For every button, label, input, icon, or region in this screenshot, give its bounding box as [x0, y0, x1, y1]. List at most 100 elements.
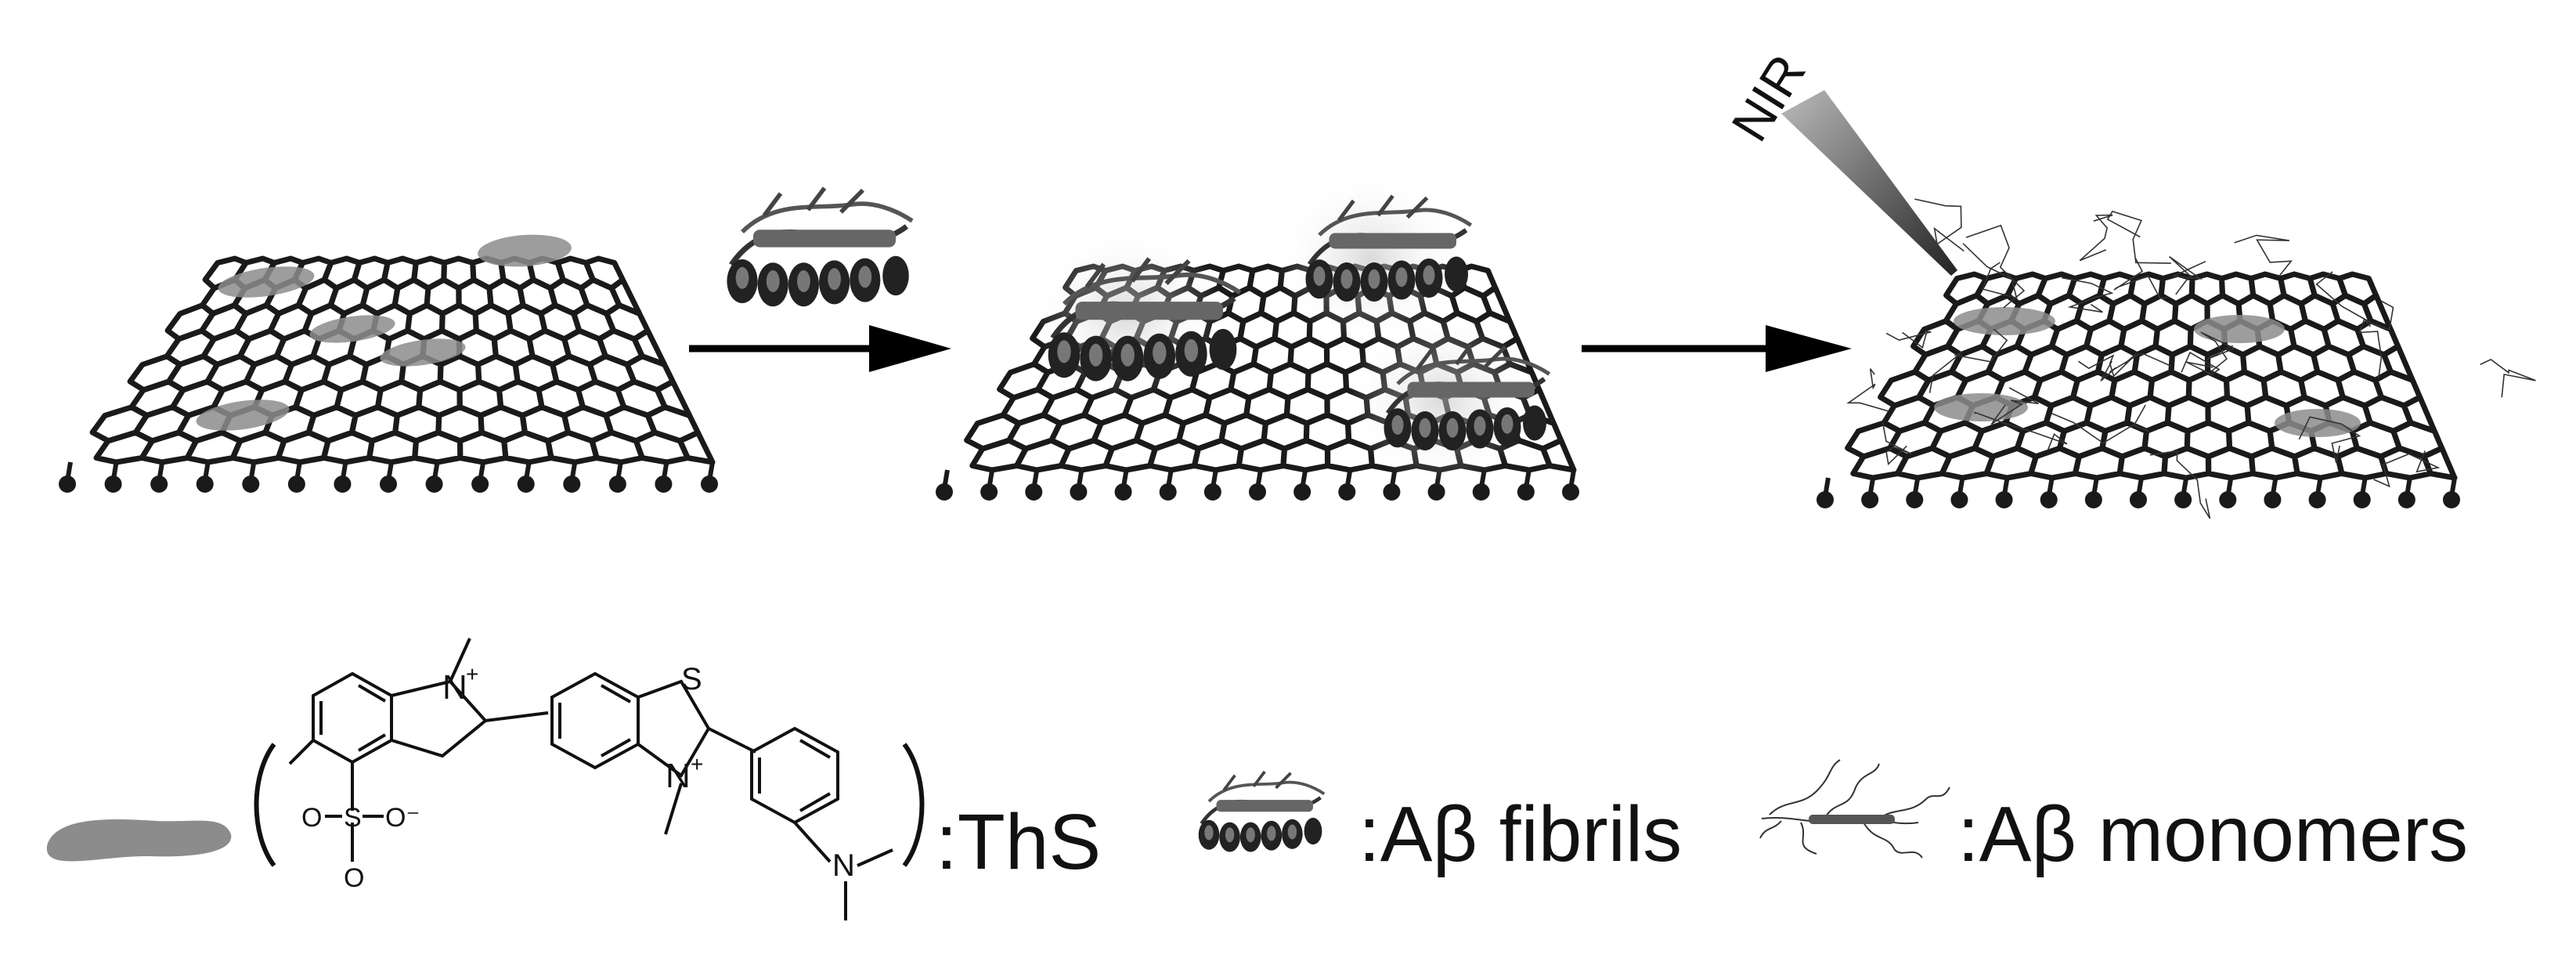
- carbon-atom: [2130, 491, 2147, 508]
- ths-blob: [478, 234, 572, 267]
- monomer-strand: [2234, 234, 2293, 277]
- monomer-strand: [2062, 277, 2114, 313]
- carbon-atom: [1025, 483, 1043, 501]
- carbon-atom: [701, 475, 718, 493]
- monomer-strand: [2113, 258, 2167, 299]
- molecule-sulfonate-o-bottom: O: [344, 863, 364, 893]
- legend-monomers-label: :Aβ monomers: [1957, 790, 2469, 878]
- monomer-strand: [2298, 416, 2361, 463]
- carbon-atom: [59, 475, 76, 493]
- ths-blob: [1934, 393, 2028, 421]
- carbon-atom: [1114, 483, 1132, 501]
- carbon-atom: [1249, 483, 1266, 501]
- molecule-sulfonate-s: S: [344, 803, 362, 833]
- graphene-sheet-fibrils: [936, 263, 1579, 501]
- monomer-strand: [1885, 331, 1932, 349]
- ths-blobs-sheet-1: [196, 234, 572, 431]
- carbon-atom: [1950, 491, 1968, 508]
- carbon-atom: [471, 475, 489, 493]
- monomer-strand: [1962, 243, 2018, 299]
- carbon-atom: [1517, 483, 1535, 501]
- carbon-atom: [2174, 491, 2192, 508]
- monomer-strand: [2051, 404, 2150, 444]
- monomer-strand: [1928, 328, 2008, 393]
- monomer-strand: [1846, 368, 1889, 412]
- carbon-atom: [196, 475, 214, 493]
- carbon-atom: [287, 475, 305, 493]
- ths-blob: [1954, 307, 2055, 335]
- ths-molecule-structure: [254, 638, 925, 920]
- carbon-atom: [334, 475, 352, 493]
- monomer-strand: [1881, 421, 1913, 466]
- molecule-plus-bottom: +: [691, 752, 703, 776]
- carbon-atom: [1472, 483, 1490, 501]
- carbon-atom: [1562, 483, 1579, 501]
- monomer-strand: [1965, 224, 2026, 309]
- monomer-strand: [1990, 387, 2039, 425]
- carbon-atom: [2443, 491, 2460, 508]
- monomer-strand: [2106, 210, 2171, 264]
- carbon-atom: [1995, 491, 2013, 508]
- ths-blob: [2194, 315, 2285, 343]
- carbon-atom: [517, 475, 535, 493]
- fibril-icon-addition: [727, 188, 912, 306]
- fibrils-on-sheet-2: [1034, 172, 1550, 486]
- ths-blob: [196, 400, 290, 431]
- carbon-atom: [980, 483, 998, 501]
- carbon-atom: [1383, 483, 1401, 501]
- graphene-sheet-monomers: [1817, 271, 2460, 508]
- carbon-atom: [1427, 483, 1445, 501]
- carbon-atom: [2084, 491, 2102, 508]
- nir-laser-beam: [1781, 90, 1957, 276]
- monomer-strand: [2200, 331, 2236, 375]
- legend-fibril-icon: [1199, 772, 1325, 852]
- carbon-atom: [2397, 491, 2415, 508]
- carbon-atom: [1817, 491, 1834, 508]
- carbon-atom: [242, 475, 260, 493]
- carbon-atom: [2264, 491, 2282, 508]
- ths-blob: [309, 315, 395, 343]
- monomer-strand: [2181, 351, 2221, 376]
- ths-blob: [218, 266, 315, 298]
- molecule-sulfur: S: [681, 662, 702, 696]
- carbon-atom: [655, 475, 673, 493]
- ths-blob: [2275, 409, 2361, 437]
- molecule-plus-top: +: [466, 662, 478, 686]
- monomer-strand: [2480, 358, 2536, 398]
- monomer-strand: [1974, 411, 2068, 451]
- graphene-sheet-ths: [59, 255, 718, 493]
- carbon-atom: [425, 475, 443, 493]
- carbon-atom: [1159, 483, 1177, 501]
- molecule-n-amine: N: [832, 848, 855, 883]
- molecule-n-bottom: N: [666, 757, 691, 795]
- carbon-atom: [563, 475, 581, 493]
- ths-blobs-sheet-3: [1934, 307, 2361, 437]
- carbon-atom: [1338, 483, 1356, 501]
- monomer-strand: [2373, 450, 2441, 488]
- carbon-atom: [1906, 491, 1924, 508]
- carbon-atom: [1293, 483, 1311, 501]
- molecule-n-top: N: [442, 668, 467, 707]
- carbon-atom: [608, 475, 626, 493]
- carbon-atom: [150, 475, 168, 493]
- monomer-strand: [2358, 317, 2383, 378]
- carbon-atom: [1203, 483, 1221, 501]
- carbon-atom: [2040, 491, 2058, 508]
- monomer-strand: [1914, 198, 1964, 252]
- ths-blob: [380, 338, 466, 367]
- arrow-step-2: [1582, 325, 1852, 372]
- molecule-sulfonate-o-minus: O⁻: [385, 803, 420, 833]
- monomer-strand: [2100, 353, 2171, 381]
- legend-fibrils-label: :Aβ fibrils: [1358, 790, 1683, 878]
- carbon-atom: [2219, 491, 2237, 508]
- carbon-atom: [1070, 483, 1088, 501]
- nir-label: NIR: [1720, 45, 1817, 151]
- monomer-strand: [2077, 353, 2138, 378]
- monomer-tangles-sheet-3: [1846, 198, 2536, 519]
- legend-monomer-icon: [1759, 759, 1950, 859]
- carbon-atom: [936, 483, 953, 501]
- legend-ths-label: :ThS: [936, 798, 1102, 886]
- graphene-lattice: [1845, 271, 2458, 481]
- carbon-atom: [380, 475, 397, 493]
